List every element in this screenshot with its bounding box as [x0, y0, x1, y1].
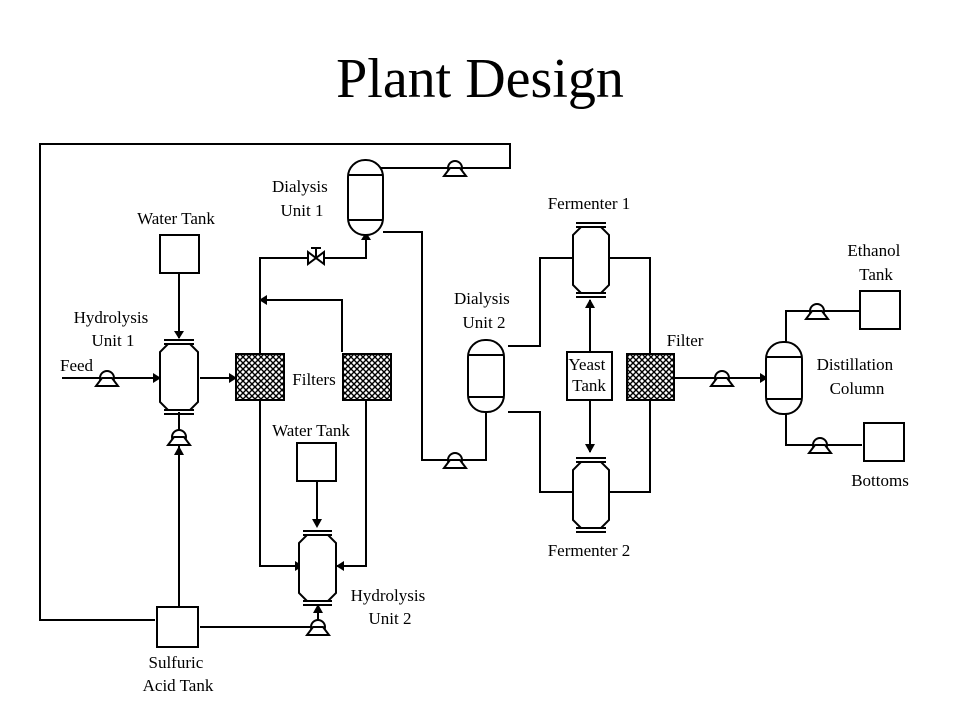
label-feed: Feed [60, 356, 94, 375]
label-bottoms: Bottoms [851, 471, 909, 490]
fermenter-2 [572, 457, 610, 533]
filter-3 [626, 353, 675, 401]
water-tank-1 [159, 234, 200, 274]
filter-1 [235, 353, 285, 401]
fermenter-1 [572, 222, 610, 298]
label-sulfuric-acid-tank: Sulfuric Acid Tank [143, 653, 214, 695]
pump-icon [305, 619, 331, 636]
label-yeast-tank: Yeast Tank [568, 355, 609, 395]
hydrolysis-unit-1 [159, 339, 199, 415]
label-filters: Filters [292, 370, 335, 389]
process-lines [39, 143, 862, 628]
label-dialysis-1: Dialysis Unit 1 [272, 177, 332, 220]
pump-icon [807, 437, 833, 454]
valve-icon [307, 247, 325, 266]
label-water-tank-2: Water Tank [272, 421, 350, 440]
label-dialysis-2: Dialysis Unit 2 [454, 289, 514, 332]
page-title: Plant Design [336, 48, 624, 110]
pump-icon [442, 452, 468, 469]
ethanol-tank [859, 290, 901, 330]
filter-2 [342, 353, 392, 401]
dialysis-unit-2 [467, 339, 505, 413]
label-hydrolysis-1: Hydrolysis Unit 1 [74, 308, 153, 350]
hydrolysis-unit-2 [298, 530, 337, 606]
pumps [94, 160, 833, 636]
label-distillation-column: Distillation Column [817, 355, 898, 398]
pump-icon [804, 303, 830, 320]
label-ethanol-tank: Ethanol Tank [847, 241, 904, 284]
pump-icon [442, 160, 468, 177]
pump-icon [94, 370, 120, 387]
sulfuric-acid-tank [156, 606, 199, 648]
label-filter: Filter [667, 331, 704, 350]
label-fermenter-1: Fermenter 1 [548, 194, 631, 213]
yeast-tank [566, 351, 613, 401]
pump-icon [166, 429, 192, 446]
distillation-column [765, 341, 803, 415]
label-fermenter-2: Fermenter 2 [548, 541, 631, 560]
bottoms-tank [863, 422, 905, 462]
label-hydrolysis-2: Hydrolysis Unit 2 [351, 586, 430, 628]
water-tank-2 [296, 442, 337, 482]
pump-icon [709, 370, 735, 387]
dialysis-unit-1 [347, 159, 384, 236]
label-water-tank-1: Water Tank [137, 209, 215, 228]
